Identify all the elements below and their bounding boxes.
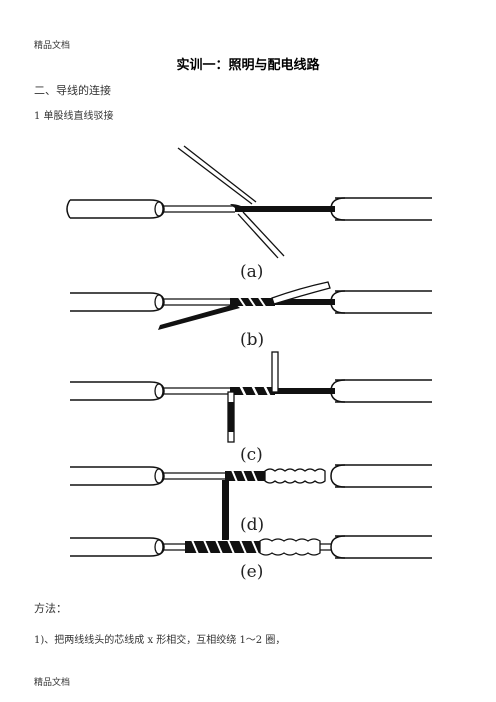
wire-splice-figure: (a) (b) (c) — [66, 145, 432, 580]
subsection-heading: 1 单股线直线驳接 — [34, 111, 114, 122]
method-label: 方法： — [34, 602, 67, 615]
step-e-illustration — [70, 535, 432, 559]
step-c-illustration — [70, 351, 432, 443]
step-b-illustration — [70, 281, 432, 330]
page-footer: 精品文档 — [34, 678, 71, 688]
step-d-illustration — [70, 464, 432, 540]
page-header: 精品文档 — [34, 41, 71, 51]
caption-d: (d) — [240, 515, 264, 535]
caption-a: (a) — [240, 262, 263, 282]
step-a-illustration — [66, 145, 432, 259]
step-1-text: 1)、把两线线头的芯线成 x 形相交，互相绞绕 1～2 圈， — [34, 635, 286, 646]
caption-c: (c) — [240, 445, 263, 465]
page-title: 实训一：照明与配电线路 — [176, 58, 320, 73]
caption-e: (e) — [240, 562, 263, 580]
section-heading: 二、导线的连接 — [34, 84, 111, 97]
caption-b: (b) — [240, 330, 264, 350]
